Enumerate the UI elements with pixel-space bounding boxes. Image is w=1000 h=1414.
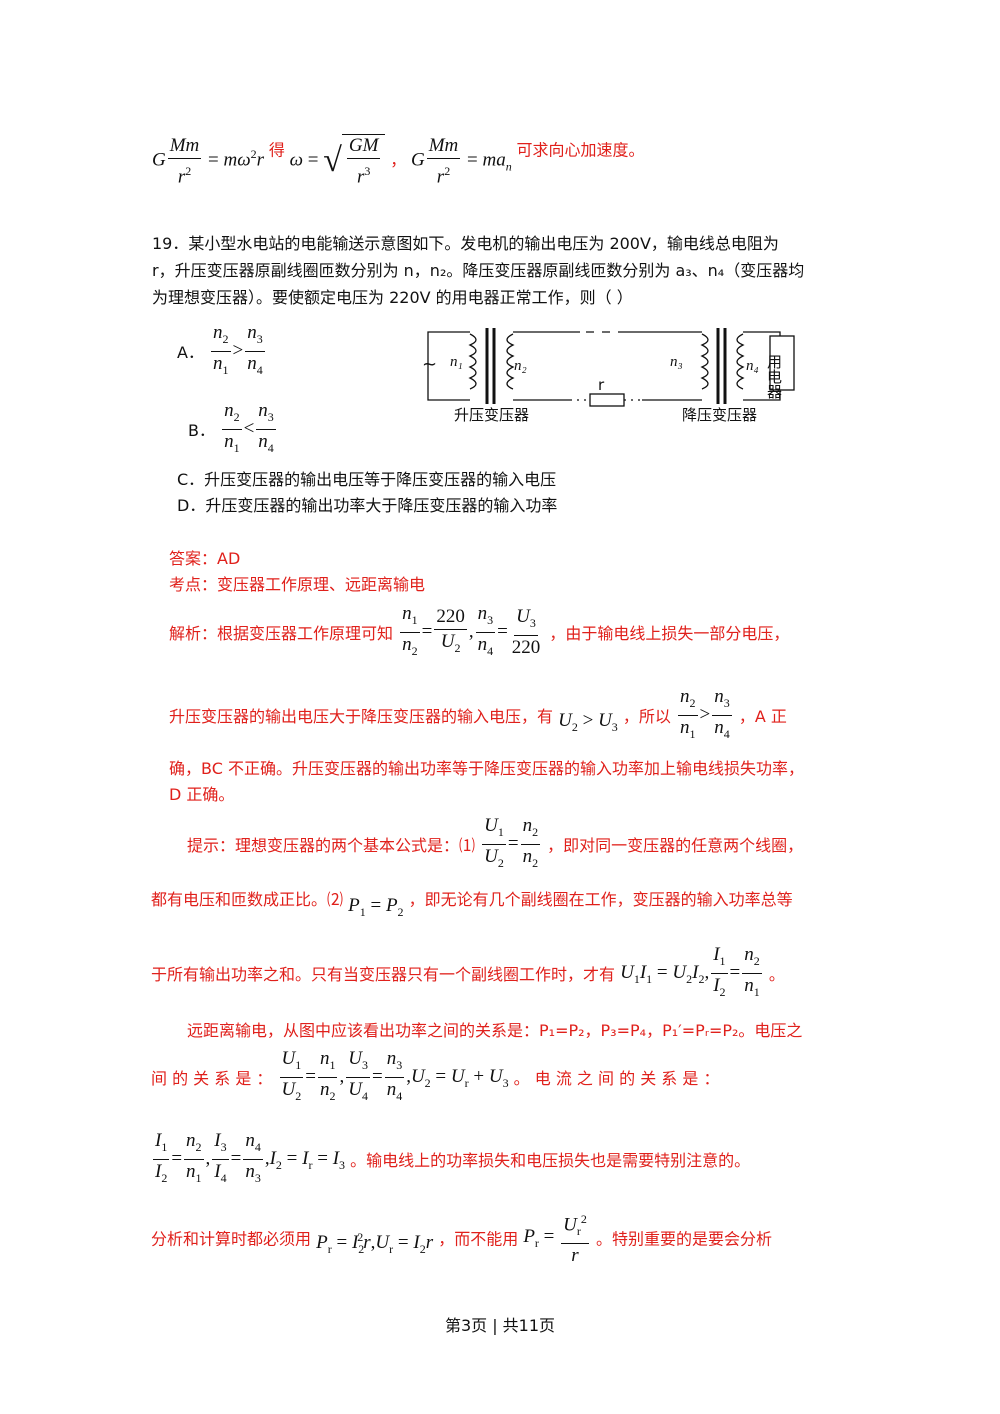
answer-line: 答案：AD <box>169 549 241 568</box>
question-line-3: 为理想变压器）。要使额定电压为 220V 的用电器正常工作，则（ ） <box>152 288 633 307</box>
formula-tail: 可求向心加速度。 <box>516 140 645 160</box>
analysis-line-4: D 正确。 <box>169 785 235 804</box>
label-n2: n₂ <box>514 358 527 374</box>
question-line-2: r，升压变压器原副线圈匝数分别为 n，n₂。降压变压器原副线匝数分别为 a₃、n… <box>152 261 805 280</box>
label-r: r <box>598 376 605 394</box>
question-line-1: 19．某小型水电站的电能输送示意图如下。发电机的输出电压为 200V，输电线总电… <box>152 234 779 253</box>
option-c: C．升压变压器的输出电压等于降压变压器的输入电压 <box>177 470 557 489</box>
source-symbol: ~ <box>422 354 437 375</box>
transformer-diagram: ~ n₁ n₂ n₃ n₄ r 用电器 升压变压器 降压变压器 <box>422 328 795 424</box>
analysis-line-3: 确，BC 不正确。升压变压器的输出功率等于降压变压器的输入功率加上输电线损失功率… <box>169 759 804 778</box>
point-line: 考点：变压器工作原理、远距离输电 <box>169 575 426 594</box>
label-n4: n₄ <box>746 358 759 374</box>
label-load: 用电器 <box>765 354 783 399</box>
far-line-4: 分析和计算时都必须用 Pr = I22r,Ur = I2r ，而不能用 Pr =… <box>151 1208 772 1267</box>
hint-line-2: 都有电压和匝数成正比。⑵ P1 = P2 ，即无论有几个副线圈在工作，变压器的输… <box>151 890 793 919</box>
option-d: D．升压变压器的输出功率大于降压变压器的输入功率 <box>177 496 558 515</box>
word-de: 得 <box>268 140 285 160</box>
label-n1: n₁ <box>450 354 463 370</box>
label-n3: n₃ <box>670 354 683 370</box>
label-step-down: 降压变压器 <box>682 406 757 424</box>
label-step-up: 升压变压器 <box>454 406 529 424</box>
hint-line-3: 于所有输出功率之和。只有当变压器只有一个副线圈工作时，才有 U1I1 = U2I… <box>151 944 785 999</box>
far-line-1: 远距离输电，从图中应该看出功率之间的关系是：P₁=P₂，P₃=P₄，P₁′=Pᵣ… <box>187 1021 803 1040</box>
page-footer: 第3页 | 共11页 <box>444 1316 556 1335</box>
